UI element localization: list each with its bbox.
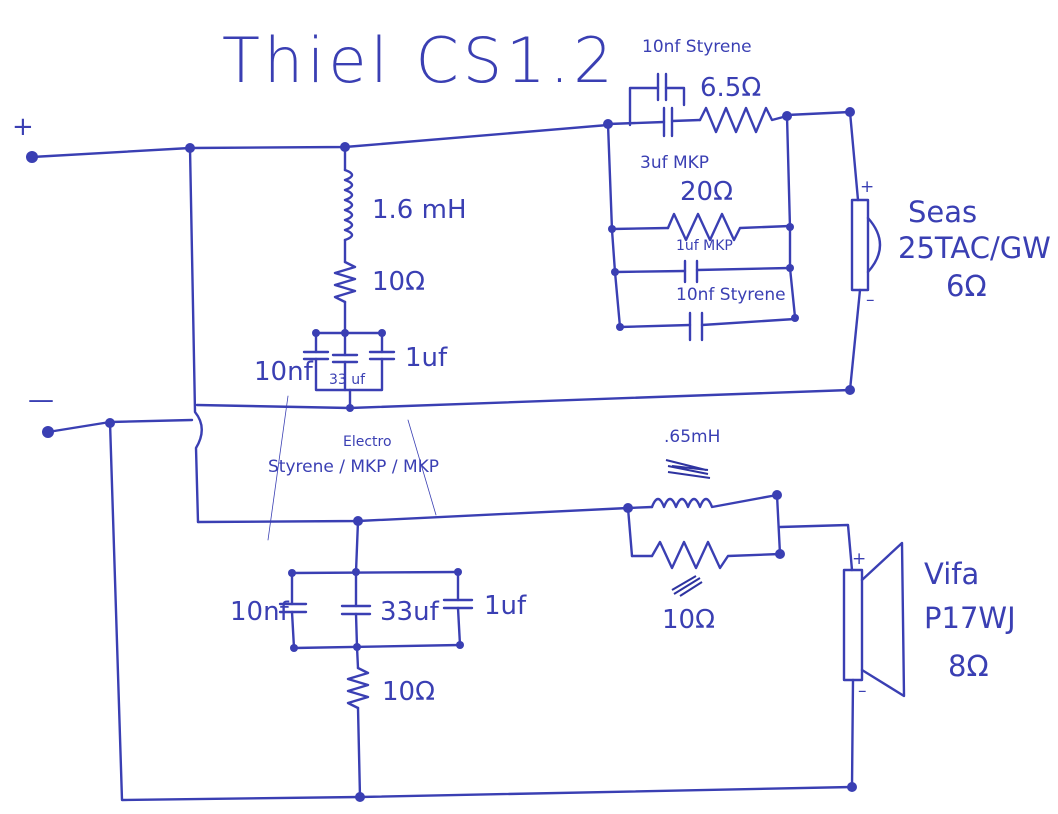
shunt-branch-top: 1.6 mH 10Ω 10nf 33 uf 1uf Electro Styren… — [254, 145, 467, 541]
tweeter-network: 10nf Styrene 3uf MKP 6.5Ω 20Ω 1uf MKP 10… — [606, 37, 799, 342]
tweeter-cap-10nf-label: 10nf Styrene — [642, 37, 752, 57]
bottom-cap-10nf-label: 10nf — [230, 597, 290, 627]
woofer-inductor-label: .65mH — [664, 427, 720, 447]
woofer-polarity-plus: + — [852, 549, 866, 569]
bottom-resistor-10-ohm — [346, 666, 370, 710]
woofer-inductor-0-65mh — [650, 493, 779, 509]
tweeter-polarity-plus: + — [860, 177, 874, 197]
bottom-cap-33uf-label: 33uf — [380, 597, 440, 627]
tweeter-impedance: 6Ω — [946, 269, 987, 303]
woofer-polarity-minus: – — [858, 681, 867, 701]
shunt-branch-bottom: 10nf 33uf 1uf 10Ω — [230, 519, 527, 799]
shunt-cap-10nf-label: 10nf — [254, 357, 314, 387]
tweeter-cap-3uf-label: 3uf MKP — [640, 153, 709, 173]
woofer-network: .65mH 10Ω — [626, 427, 782, 635]
shunt-resistor-label: 10Ω — [372, 267, 425, 297]
crossed-out-mark-lower — [671, 575, 703, 597]
cap-note-electro: Electro — [343, 434, 392, 450]
shunt-cap-33uf-label: 33 uf — [329, 372, 366, 388]
woofer-impedance: 8Ω — [948, 649, 989, 683]
tweeter-polarity-minus: – — [866, 290, 875, 310]
tweeter-resistor-6-5-label: 6.5Ω — [700, 73, 761, 103]
junction-dots — [105, 107, 857, 802]
woofer-model: P17WJ — [924, 601, 1016, 635]
shunt-inductor-1-6mh — [343, 168, 354, 242]
tweeter-resistor-6-5-ohm — [698, 106, 789, 134]
woofer-driver: + – Vifa P17WJ 8Ω — [842, 541, 1016, 701]
schematic-title: Thiel CS1.2 — [222, 24, 617, 97]
positive-terminal-label: + — [12, 112, 34, 142]
tweeter-resistor-20-ohm — [666, 212, 792, 242]
woofer-brand: Vifa — [924, 557, 979, 591]
negative-terminal-label: — — [28, 385, 54, 415]
negative-terminal: — — [28, 385, 54, 438]
shunt-cap-1uf-label: 1uf — [405, 343, 448, 373]
crossed-out-mark-upper — [665, 459, 711, 479]
cap-note-types: Styrene / MKP / MKP — [268, 457, 439, 477]
tweeter-brand: Seas — [908, 195, 977, 229]
woofer-resistor-10-ohm — [650, 540, 782, 570]
shunt-resistor-10-ohm — [333, 260, 357, 304]
shunt-inductor-label: 1.6 mH — [372, 195, 467, 225]
tweeter-resistor-20-label: 20Ω — [680, 177, 733, 207]
bottom-cap-1uf-label: 1uf — [484, 591, 527, 621]
tweeter-cap-10nf-b-label: 10nf Styrene — [676, 285, 786, 305]
tweeter-cap-1uf-label: 1uf MKP — [676, 238, 733, 254]
tweeter-model: 25TAC/GW — [898, 231, 1051, 265]
bottom-resistor-label: 10Ω — [382, 677, 435, 707]
woofer-resistor-label: 10Ω — [662, 605, 715, 635]
tweeter-driver: + – Seas 25TAC/GW 6Ω — [850, 177, 1051, 310]
positive-terminal: + — [12, 112, 38, 163]
